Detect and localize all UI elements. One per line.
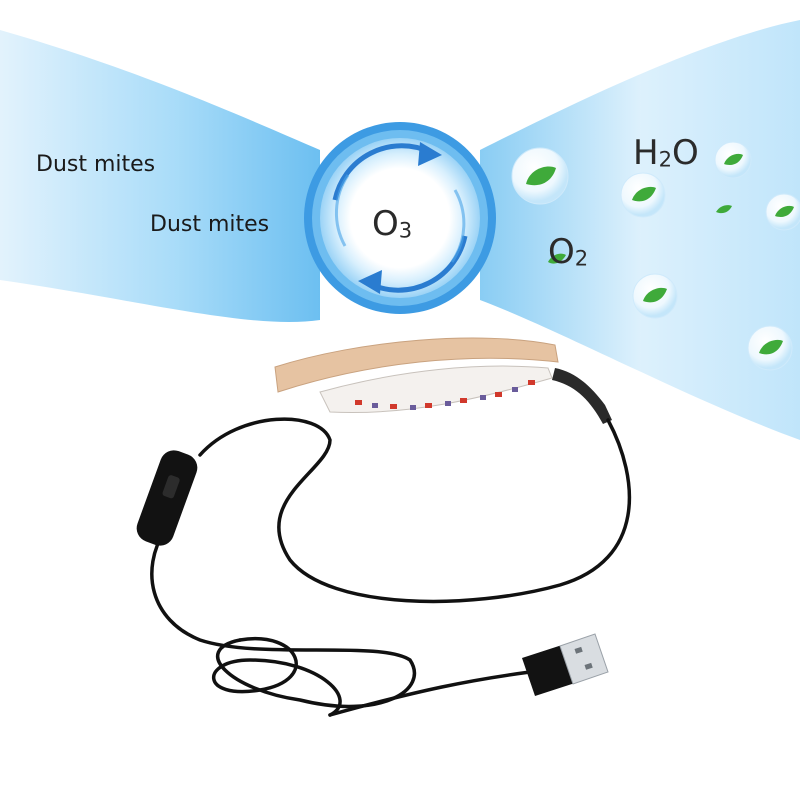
usb-cable	[150, 417, 632, 717]
ozone-formula-sub: 3	[398, 217, 413, 243]
leaf-bubble-icon	[747, 325, 793, 371]
left-airflow	[0, 30, 320, 322]
water-formula: H2O	[633, 133, 699, 173]
leaf-bubble-icon	[511, 147, 569, 205]
inline-switch	[136, 450, 198, 546]
dust-mites-label-bottom: Dust mites	[150, 212, 270, 237]
leaf-bubble-icon	[714, 141, 752, 179]
leaf-icon	[548, 253, 566, 264]
dust-mites-label-top: Dust mites	[36, 152, 156, 177]
ozone-orb	[304, 122, 496, 314]
water-formula-pre: H	[633, 133, 659, 173]
usb-plug	[522, 633, 609, 696]
leaf-bubble-icon	[620, 172, 666, 218]
oxygen-formula-base: O	[548, 232, 575, 272]
ozone-formula: O3	[372, 204, 412, 244]
water-formula-sub: 2	[658, 146, 672, 172]
leaf-bubble-icon	[632, 273, 678, 319]
right-airflow	[480, 20, 800, 440]
leaf-bubble-icon	[765, 193, 800, 231]
water-formula-post: O	[672, 133, 699, 173]
oxygen-formula: O2	[548, 232, 588, 272]
led-strip	[274, 337, 612, 424]
leaf-icon	[716, 205, 732, 214]
oxygen-formula-sub: 2	[574, 245, 589, 271]
ozone-formula-base: O	[372, 204, 399, 244]
leaf-bubbles	[511, 141, 800, 371]
